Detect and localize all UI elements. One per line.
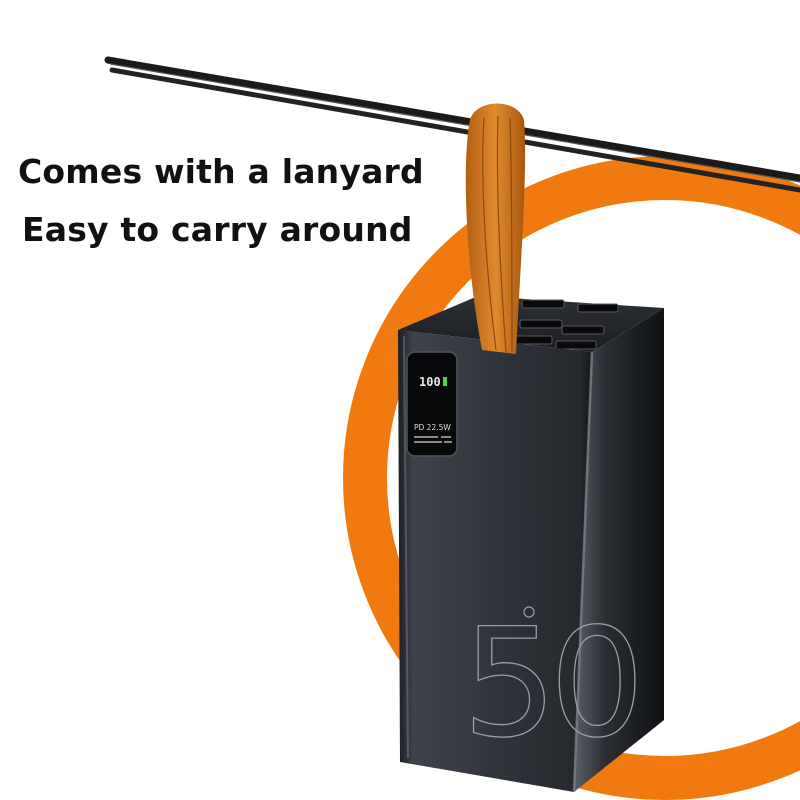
headline-lanyard: Comes with a lanyard	[18, 152, 424, 191]
hanging-rod	[104, 56, 800, 193]
display-panel	[406, 351, 458, 457]
power-rating-text: PD 22.5W	[414, 423, 451, 432]
fast-charge-icon	[523, 606, 535, 618]
usb-ports	[511, 299, 619, 350]
battery-level-icon	[443, 377, 447, 386]
capacity-mark: 50	[462, 597, 637, 771]
power-bank-side	[574, 308, 664, 792]
battery-percent-readout: 100	[419, 375, 441, 389]
orange-ring	[343, 156, 800, 800]
lanyard-strap	[465, 103, 526, 354]
display-specs	[414, 436, 452, 443]
headline-carry: Easy to carry around	[22, 210, 413, 249]
